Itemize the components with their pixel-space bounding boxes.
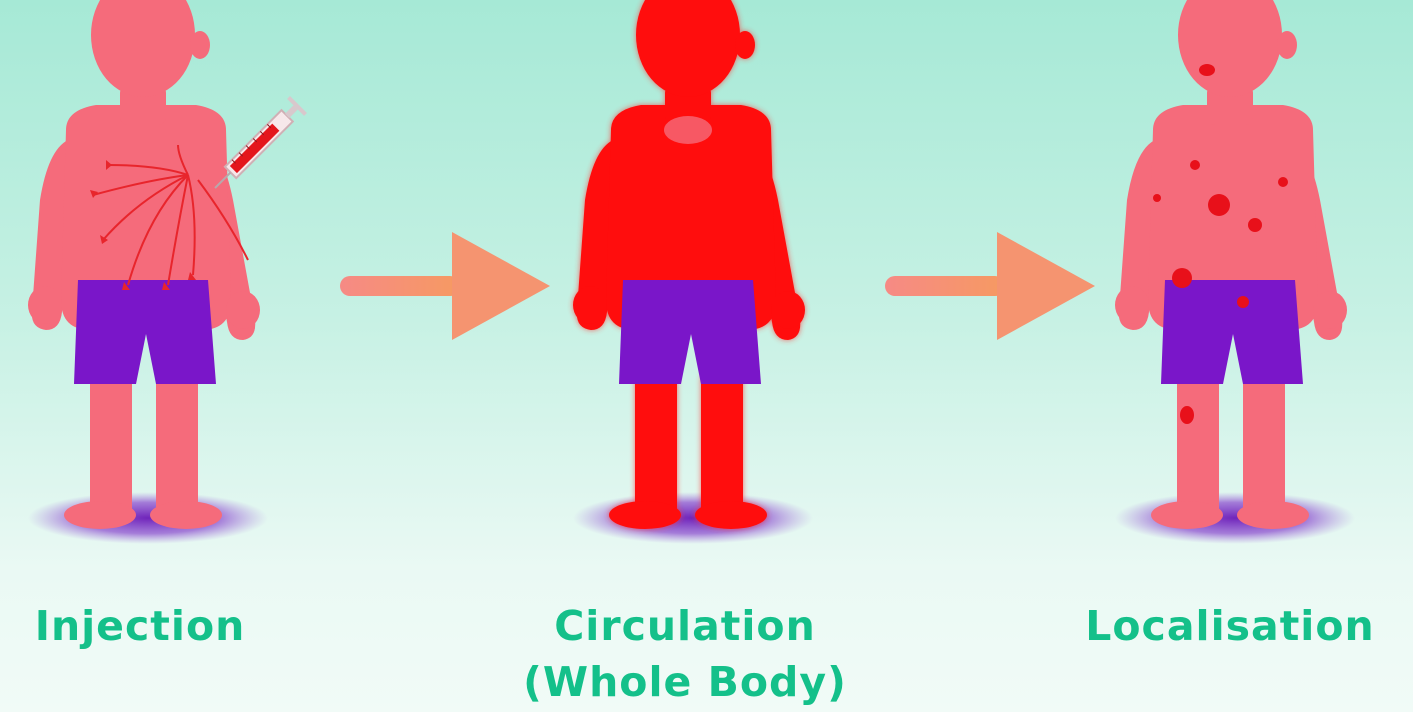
figure-shadow <box>1115 492 1355 544</box>
stage-label-localisation: Localisation <box>1070 598 1390 654</box>
figure-shadow <box>28 492 268 544</box>
stage-label-circulation-line2: (Whole Body) <box>505 654 865 710</box>
flow-arrow-icon <box>885 232 1095 340</box>
injection-figure <box>28 0 307 544</box>
stage-label-circulation-line1: Circulation <box>505 598 865 654</box>
figure-shadow <box>573 492 813 544</box>
stage-label-circulation: Circulation (Whole Body) <box>505 598 865 710</box>
circulation-figure <box>573 0 813 544</box>
localisation-figure <box>1115 0 1355 544</box>
flow-arrow-icon <box>340 232 550 340</box>
stage-label-injection: Injection <box>20 598 260 654</box>
